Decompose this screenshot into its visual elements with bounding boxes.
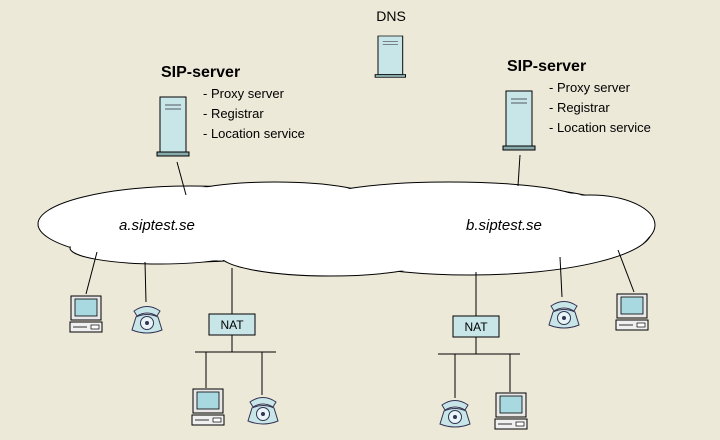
nat-box-right: [452, 315, 500, 338]
right-service-item: - Registrar: [549, 100, 610, 115]
network-cloud: [37, 181, 656, 277]
left-service-item: - Proxy server: [203, 86, 285, 101]
left-service-item: - Location service: [203, 126, 305, 141]
dns-label: DNS: [376, 8, 406, 24]
right-service-item: - Proxy server: [549, 80, 631, 95]
computer-icon: [494, 392, 528, 430]
telephone-icon: [131, 306, 163, 334]
domain-label-left: a.siptest.se: [119, 217, 195, 234]
right-service-item: - Location service: [549, 120, 651, 135]
dns-server-icon: [374, 35, 407, 78]
telephone-icon: [439, 400, 471, 428]
nat-label-right: NAT: [464, 320, 488, 334]
computer-icon: [191, 388, 225, 426]
telephone-icon: [548, 301, 580, 329]
connection-lines: [85, 154, 635, 398]
right-server-icon: [502, 90, 536, 151]
nat-label-left: NAT: [220, 318, 244, 332]
computer-icon: [615, 293, 649, 331]
telephone-icon: [247, 397, 279, 425]
left-server-title: SIP-server: [161, 64, 240, 81]
computer-icon: [69, 295, 103, 333]
domain-label-right: b.siptest.se: [466, 217, 542, 234]
nat-box-left: [208, 313, 256, 336]
left-service-item: - Registrar: [203, 106, 264, 121]
left-server-icon: [156, 96, 190, 157]
right-server-title: SIP-server: [507, 58, 586, 75]
